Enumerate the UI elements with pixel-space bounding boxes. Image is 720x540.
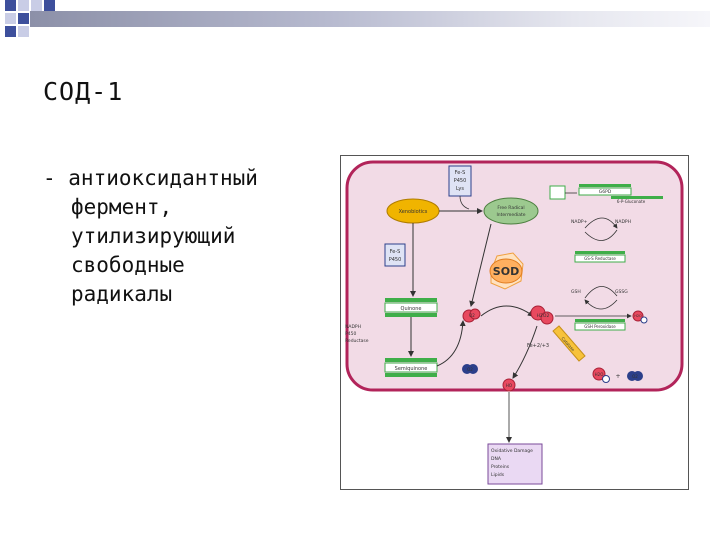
pathway-diagram: Fe-S P450 Lys Xenobiotics Free Radical I… <box>345 160 684 485</box>
water-node <box>602 375 610 383</box>
fe-label: Fe+2/+3 <box>527 343 549 349</box>
arrow <box>584 299 618 310</box>
water-node <box>632 310 644 322</box>
bullet-line: утилизирующий <box>71 224 236 248</box>
water-label: H2O <box>595 372 604 377</box>
water-label: H2O <box>634 314 642 318</box>
decor-square <box>5 13 16 24</box>
decor-square <box>31 0 42 11</box>
arrow <box>459 195 470 210</box>
bullet-line: - антиоксидантный <box>43 166 258 190</box>
reductase-label: NADPH <box>345 324 361 330</box>
bullet-text: - антиоксидантный фермент, утилизирующий… <box>43 164 323 309</box>
sod-pathway-figure: Fe-S P450 Lys Xenobiotics Free Radical I… <box>340 155 689 490</box>
nadp-label: NADP+ <box>571 219 588 225</box>
decor-square <box>5 0 16 11</box>
free-radical-node <box>483 197 539 225</box>
oxygen-node <box>633 371 643 381</box>
g6pd-label: G6PD <box>599 189 612 195</box>
decor-square <box>44 0 55 11</box>
g6pd-box <box>578 187 632 196</box>
damage-box <box>487 443 543 485</box>
semiquinone-label: Semiquinone <box>395 366 428 372</box>
slide-title: СОД-1 <box>43 77 124 106</box>
oxygen-label: O2 <box>632 374 638 379</box>
reductase-label: Reductase <box>345 338 369 344</box>
p450-left-box <box>384 243 406 267</box>
water-node <box>592 367 606 381</box>
quinone-label: Quinone <box>401 306 422 312</box>
xenobiotics-label: Xenobiotics <box>399 209 428 215</box>
quinone-box <box>384 302 438 313</box>
g6p-box <box>549 185 566 200</box>
reductase-bar <box>575 251 625 254</box>
sod-label: SOD <box>493 265 519 278</box>
p450-label: Lys <box>456 186 464 192</box>
decor-square <box>5 26 16 37</box>
bullet-line: свободные <box>71 253 185 277</box>
reductase-label: P450 <box>345 331 356 337</box>
gssg-label: GSSG <box>615 289 628 295</box>
h2o2-label: H2O2 <box>537 313 550 319</box>
oxygen-label: O2 <box>467 367 473 372</box>
semiquinone-bar <box>385 358 437 362</box>
hydroxyl-node <box>502 378 516 392</box>
free-radical-label: Intermediate <box>496 212 525 218</box>
damage-label: Oxidative Damage <box>491 448 533 454</box>
catalase-bar <box>552 325 586 362</box>
gluconate-label: 6-P-Gluconate <box>617 199 646 204</box>
decor-square <box>18 0 29 11</box>
damage-label: Lipids <box>491 472 505 478</box>
reductase-box <box>574 254 626 263</box>
sod-enzyme <box>489 258 523 284</box>
g6pd-bar <box>579 184 631 187</box>
superoxide-node <box>469 308 481 320</box>
decor-square <box>18 26 29 37</box>
arrow <box>469 223 492 307</box>
arrow <box>584 229 618 241</box>
bullet-line: фермент, <box>71 195 173 219</box>
damage-label: Proteins <box>491 464 510 470</box>
hydroxyl-label: HO <box>506 383 512 388</box>
p450-left-label: P450 <box>389 257 402 263</box>
free-radical-label: Free Radical <box>497 205 524 211</box>
damage-label: DNA <box>491 456 502 462</box>
decor-square <box>18 13 29 24</box>
quinone-bar <box>385 298 437 302</box>
peroxidase-bar <box>575 319 625 322</box>
header-decoration <box>0 0 720 50</box>
p450-label: P450 <box>454 178 467 184</box>
arrow <box>512 325 538 379</box>
superoxide-label: O2 <box>469 313 475 318</box>
semiquinone-bar <box>385 373 437 377</box>
peroxidase-box <box>574 322 626 331</box>
gsh-label: GSH <box>571 289 581 295</box>
arrow <box>584 286 618 299</box>
gluconate-bar <box>611 196 663 199</box>
quinone-bar <box>385 313 437 317</box>
p450-left-label: Fe-S <box>390 249 401 255</box>
h2o2-node <box>540 311 554 325</box>
water-node <box>640 316 648 324</box>
arrow <box>436 320 466 367</box>
p450-label: Fe-S <box>455 170 466 176</box>
semiquinone-box <box>384 362 438 373</box>
nadph-label: NADPH <box>615 219 631 225</box>
oxygen-node <box>468 364 478 374</box>
arrow <box>480 305 534 317</box>
gsh-peroxidase-label: GSH Peroxidase <box>584 324 616 329</box>
bullet-line: радикалы <box>71 282 173 306</box>
arrow <box>584 217 618 229</box>
header-gradient-bar <box>30 11 710 27</box>
plus-label: + <box>615 373 620 380</box>
gsh-reductase-label: GS-S Reductase <box>584 256 616 261</box>
